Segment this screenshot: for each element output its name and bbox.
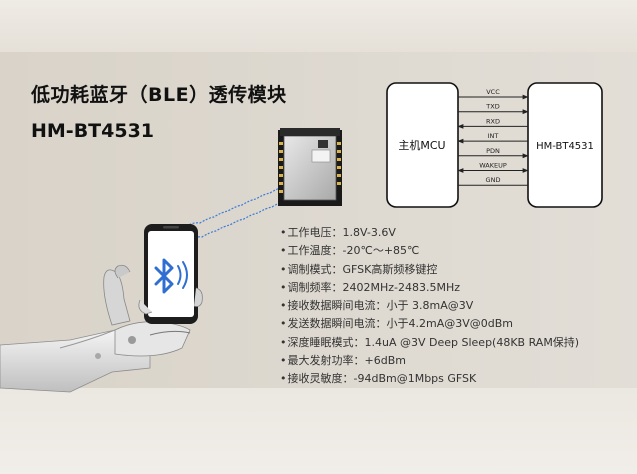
module-label: HM-BT4531 <box>536 141 594 152</box>
connection-diagram: 主机MCU HM-BT4531 VCC TXD RXD INT PDN WAKEUP GND <box>386 82 603 208</box>
bottom-band <box>0 388 637 474</box>
smartphone <box>138 224 203 324</box>
top-band <box>0 0 637 52</box>
spec-item: 发送数据瞬间电流：小于4.2mA@3V@0dBm <box>280 315 579 333</box>
spec-list: 工作电压：1.8V-3.6V工作温度：-20℃～+85℃调制模式：GFSK高斯频… <box>280 224 580 389</box>
signal-label: PDN <box>486 147 500 155</box>
spec-item: 最大发射功率：+6dBm <box>280 352 579 370</box>
spec-item: 接收数据瞬间电流：小于 3.8mA@3V <box>280 297 579 315</box>
module-box <box>527 82 603 208</box>
signal-label: GND <box>486 176 501 184</box>
spec-item: 工作温度：-20℃～+85℃ <box>280 242 579 260</box>
spec-item: 工作电压：1.8V-3.6V <box>280 224 579 242</box>
signal-label: RXD <box>486 117 500 125</box>
signal-label: VCC <box>486 88 500 96</box>
signal-lines: VCC TXD RXD INT PDN WAKEUP GND <box>457 88 529 186</box>
signal-label: WAKEUP <box>479 162 507 170</box>
spec-item: 调制模式：GFSK高斯频移键控 <box>280 261 579 279</box>
spec-item: 调制频率：2402MHz-2483.5MHz <box>280 279 579 297</box>
signal-label: INT <box>488 132 499 140</box>
host-mcu-box <box>386 82 459 208</box>
page-title: 低功耗蓝牙（BLE）透传模块 <box>31 84 287 106</box>
signal-label: TXD <box>485 103 499 111</box>
bluetooth-icon <box>154 258 188 294</box>
model-name: HM-BT4531 <box>31 120 155 142</box>
spec-item: 深度睡眠模式：1.4uA @3V Deep Sleep(48KB RAM保持) <box>280 334 580 352</box>
robot-hand <box>0 264 191 393</box>
ble-module-chip <box>278 128 342 206</box>
signal-waves <box>185 175 313 241</box>
spec-item: 接收灵敏度：-94dBm@1Mbps GFSK <box>280 370 579 388</box>
host-mcu-label: 主机MCU <box>398 138 445 152</box>
